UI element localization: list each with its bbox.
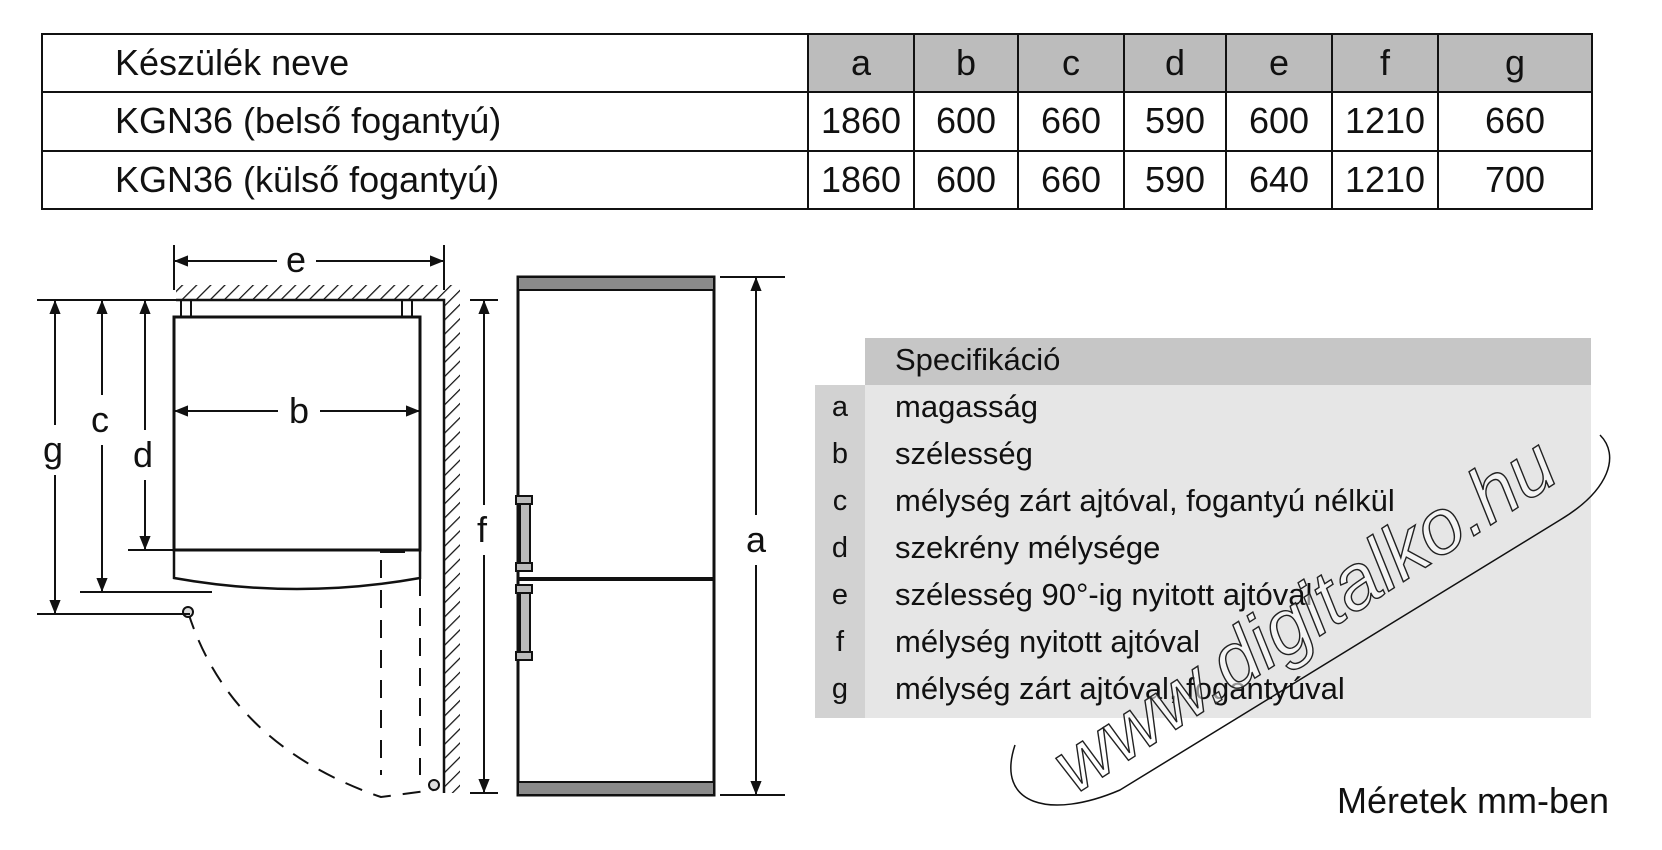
legend-item: d szekrény mélysége [815,526,1591,573]
cell-b: 600 [913,91,1019,152]
legend-background [815,385,1591,718]
dimension-label-a: a [746,519,767,560]
dimension-label-e: e [286,239,306,280]
legend-item: g mélység zárt ajtóval, fogantyúval [815,667,1591,714]
side-view-fridge [515,275,716,797]
cell-d: 590 [1123,91,1227,152]
specification-legend: Specifikáció a magasság b szélesség c mé… [815,338,1591,718]
legend-text: mélység zárt ajtóval, fogantyúval [895,671,1345,706]
legend-letter: a [831,391,849,423]
legend-letter: b [831,438,849,470]
header-c: c [1017,32,1125,94]
top-view-fridge [172,299,440,799]
legend-letter-column [815,385,865,718]
dimensions-table: Készülék neve a b c d e f g KGN36 (belső… [41,32,1593,211]
cell-g: 660 [1437,91,1593,152]
legend-text: magasság [895,389,1039,424]
legend-text: szélesség [895,436,1033,471]
units-note: Méretek mm-ben [1337,780,1610,821]
header-e: e [1225,32,1333,94]
cell-b: 600 [913,149,1019,211]
dimension-label-g: g [43,429,63,470]
cell-f: 1210 [1331,91,1439,152]
row-device-name: KGN36 (külső fogantyú) [41,149,809,211]
cell-f: 1210 [1331,149,1439,211]
legend-header: Specifikáció [865,338,1591,385]
legend-item: b szélesség [815,432,1591,479]
header-d: d [1123,32,1227,94]
door-handle-icon [515,495,533,572]
header-b: b [913,32,1019,94]
legend-letter: d [831,532,849,564]
dimension-label-f: f [477,509,488,550]
legend-title: Specifikáció [895,342,1061,377]
header-f: f [1331,32,1439,94]
legend-item: c mélység zárt ajtóval, fogantyú nélkül [815,479,1591,526]
table-row: KGN36 (belső fogantyú) 1860 600 660 590 … [41,91,1593,152]
dimension-label-c: c [91,399,109,440]
cell-a: 1860 [807,91,915,152]
legend-text: mélység zárt ajtóval, fogantyú nélkül [895,483,1395,518]
cell-g: 700 [1437,149,1593,211]
cell-a: 1860 [807,149,915,211]
cell-e: 600 [1225,91,1333,152]
legend-letter: g [831,673,849,705]
header-a: a [807,32,915,94]
legend-letter: e [831,579,849,611]
dimension-label-b: b [289,390,309,431]
legend-item: a magasság [815,385,1591,432]
cell-c: 660 [1017,91,1125,152]
row-device-name: KGN36 (belső fogantyú) [41,91,809,152]
table-header-row: Készülék neve a b c d e f g [41,32,1593,94]
watermark-text: www.digitalko.hu [1036,419,1571,809]
header-device-name: Készülék neve [41,32,809,94]
cell-e: 640 [1225,149,1333,211]
cell-d: 590 [1123,149,1227,211]
dimension-label-d: d [133,434,153,475]
legend-item: e szélesség 90°-ig nyitott ajtóval [815,573,1591,620]
legend-text: szekrény mélysége [895,530,1161,565]
table-row: KGN36 (külső fogantyú) 1860 600 660 590 … [41,149,1593,211]
legend-item: f mélység nyitott ajtóval [815,620,1591,667]
dimension-lines [37,245,785,796]
header-g: g [1437,32,1593,94]
door-handle-icon [515,584,533,661]
legend-letter: f [835,626,845,658]
wall-hatching [176,285,460,793]
cell-c: 660 [1017,149,1125,211]
legend-text: mélység nyitott ajtóval [895,624,1200,659]
legend-text: szélesség 90°-ig nyitott ajtóval [895,577,1313,612]
legend-letter: c [832,485,848,517]
